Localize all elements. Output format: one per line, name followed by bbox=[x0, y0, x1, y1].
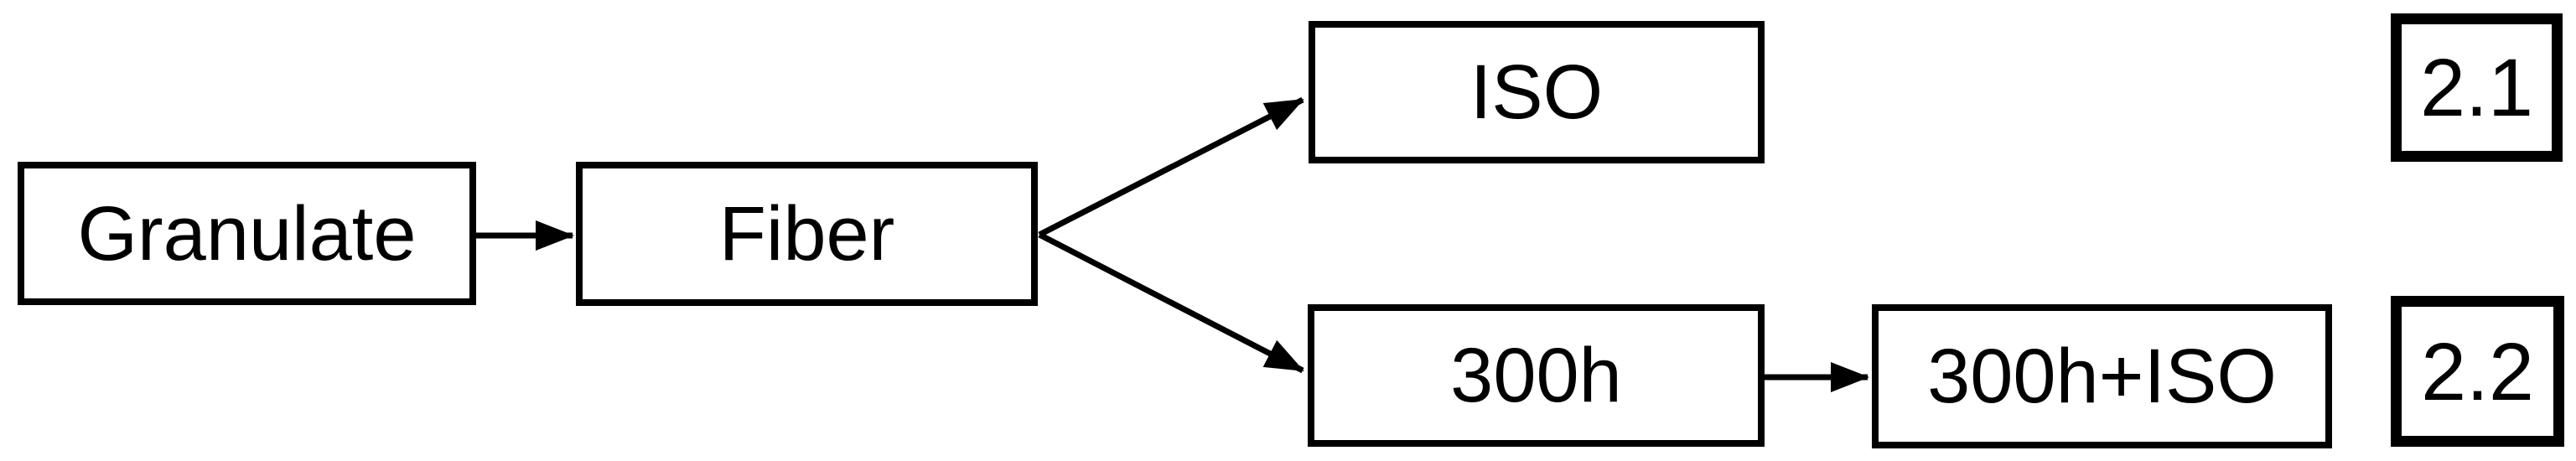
stage-badge-2-1: 2.1 bbox=[2391, 13, 2563, 162]
node-300h-label: 300h bbox=[1450, 333, 1622, 418]
arrow-fiber-to-300h bbox=[1038, 231, 1304, 374]
node-granulate-label: Granulate bbox=[77, 190, 417, 277]
node-300h-iso: 300h+ISO bbox=[1872, 304, 2332, 448]
node-iso-label: ISO bbox=[1469, 49, 1604, 135]
stage-badge-2-2-label: 2.2 bbox=[2421, 325, 2534, 417]
node-granulate: Granulate bbox=[18, 162, 476, 305]
node-300h: 300h bbox=[1308, 304, 1765, 447]
stage-badge-2-1-label: 2.1 bbox=[2420, 42, 2533, 133]
stage-badge-2-2: 2.2 bbox=[2391, 296, 2564, 447]
node-fiber: Fiber bbox=[576, 162, 1038, 306]
node-300h-iso-label: 300h+ISO bbox=[1927, 334, 2277, 419]
arrow-fiber-to-iso bbox=[1038, 96, 1304, 238]
node-fiber-label: Fiber bbox=[718, 191, 895, 277]
node-iso: ISO bbox=[1309, 21, 1765, 163]
